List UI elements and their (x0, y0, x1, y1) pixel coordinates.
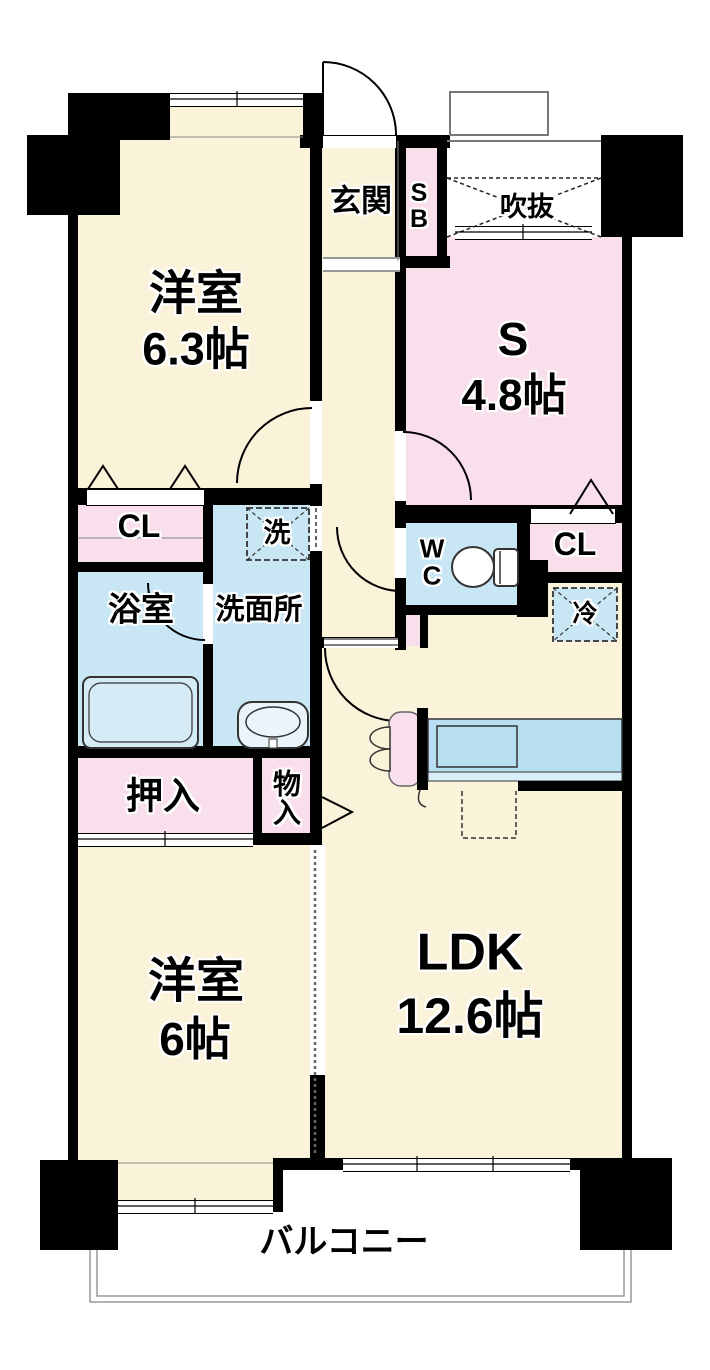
yoshitsu-63-door-arc-icon (236, 407, 313, 484)
thin-lines (78, 136, 399, 1164)
wc-door-arc-icon (336, 526, 402, 592)
label-yoshitsu-6: 洋室 (147, 954, 245, 1008)
label-fukinuke: 吹抜 (500, 191, 554, 222)
fukinuke-x-icon (446, 177, 602, 238)
label-storage: 物入 (272, 768, 302, 829)
kitchen-counter-icon (369, 708, 632, 839)
wall (565, 1158, 585, 1170)
label-closet-left: CL (117, 508, 161, 545)
wall (622, 135, 632, 1163)
label-refrigerator: 冷 (572, 599, 598, 628)
label-shoe-box: SB (409, 178, 429, 233)
label-washroom: 洗面所 (215, 593, 303, 626)
refrigerator-space-icon (552, 587, 618, 642)
washroom-sliding-door (310, 505, 322, 552)
window-mullions (78, 91, 592, 1214)
label-service-room-size: 4.8帖 (461, 370, 567, 420)
storage-area (255, 750, 318, 840)
service-door-arc-icon (402, 431, 472, 501)
swing-petal-icon (369, 726, 391, 750)
fukinuke-void (447, 140, 601, 237)
genkan-step (323, 257, 400, 272)
swing-petal-icon (369, 748, 391, 772)
service-room-door-opening (395, 430, 406, 502)
wall (303, 93, 313, 148)
door-arcs (147, 61, 472, 722)
wall (253, 833, 322, 845)
label-wc: WC (419, 533, 445, 591)
label-washer: 洗 (263, 517, 291, 548)
wall (395, 256, 450, 268)
wall (395, 605, 530, 615)
room-service (400, 237, 625, 522)
room-ldk (318, 560, 625, 1163)
wall (68, 93, 170, 140)
wall (517, 560, 548, 617)
wall (253, 752, 262, 840)
room-corridor (318, 140, 403, 660)
balcony-railing (89, 1250, 632, 1303)
label-closet-right: CL (553, 526, 597, 563)
upper-structure-outline (449, 91, 549, 136)
niche-area (403, 613, 420, 646)
oshiire-area (78, 750, 255, 840)
toilet-icon (451, 546, 519, 588)
label-ldk-size: 12.6帖 (396, 987, 544, 1044)
bathroom-door-opening (203, 583, 213, 645)
bath-door-arc-icon (147, 582, 206, 641)
wall (395, 148, 406, 650)
wall (601, 135, 683, 237)
wall (273, 1158, 343, 1170)
label-balcony: バルコニー (259, 1223, 429, 1262)
ldk-door-arc-icon (324, 647, 399, 722)
wall (437, 140, 447, 262)
entrance-door-opening (323, 136, 396, 148)
label-service-room: S (497, 312, 529, 365)
window-ldk (343, 1158, 570, 1172)
ldk-door-leaf (324, 638, 398, 646)
label-ldk: LDK (416, 923, 524, 982)
label-oshiire: 押入 (126, 775, 200, 817)
wall (40, 1160, 118, 1250)
closet-left-area (78, 496, 205, 570)
label-yoshitsu-6-size: 6帖 (159, 1012, 231, 1065)
bathtub-icon (82, 676, 199, 749)
label-yoshitsu-63-size: 6.3帖 (142, 323, 250, 375)
label-genkan: 玄関 (330, 183, 392, 219)
kitchen-sink-icon (436, 725, 518, 768)
room-yoshitsu-6 (78, 840, 318, 1163)
wall (580, 1158, 672, 1250)
wall (548, 572, 622, 583)
label-yoshitsu-63: 洋室 (149, 266, 243, 320)
washing-machine-space-icon (246, 507, 310, 561)
wc-door-opening (395, 527, 406, 579)
closet-left-door (86, 489, 205, 506)
wall (273, 1160, 283, 1212)
wall (420, 611, 428, 648)
wall (68, 562, 213, 572)
label-bathroom: 浴室 (108, 590, 174, 628)
sink-icon (237, 701, 309, 749)
ldk-door-opening (324, 638, 398, 648)
folding-door-triangles (87, 464, 614, 829)
counter-under-dashed (461, 791, 517, 839)
yoshitsu-63-door-opening (310, 400, 322, 485)
partition-opening (310, 845, 325, 1075)
yoshitsu-6-bay (118, 1160, 273, 1205)
wall (68, 135, 78, 1163)
